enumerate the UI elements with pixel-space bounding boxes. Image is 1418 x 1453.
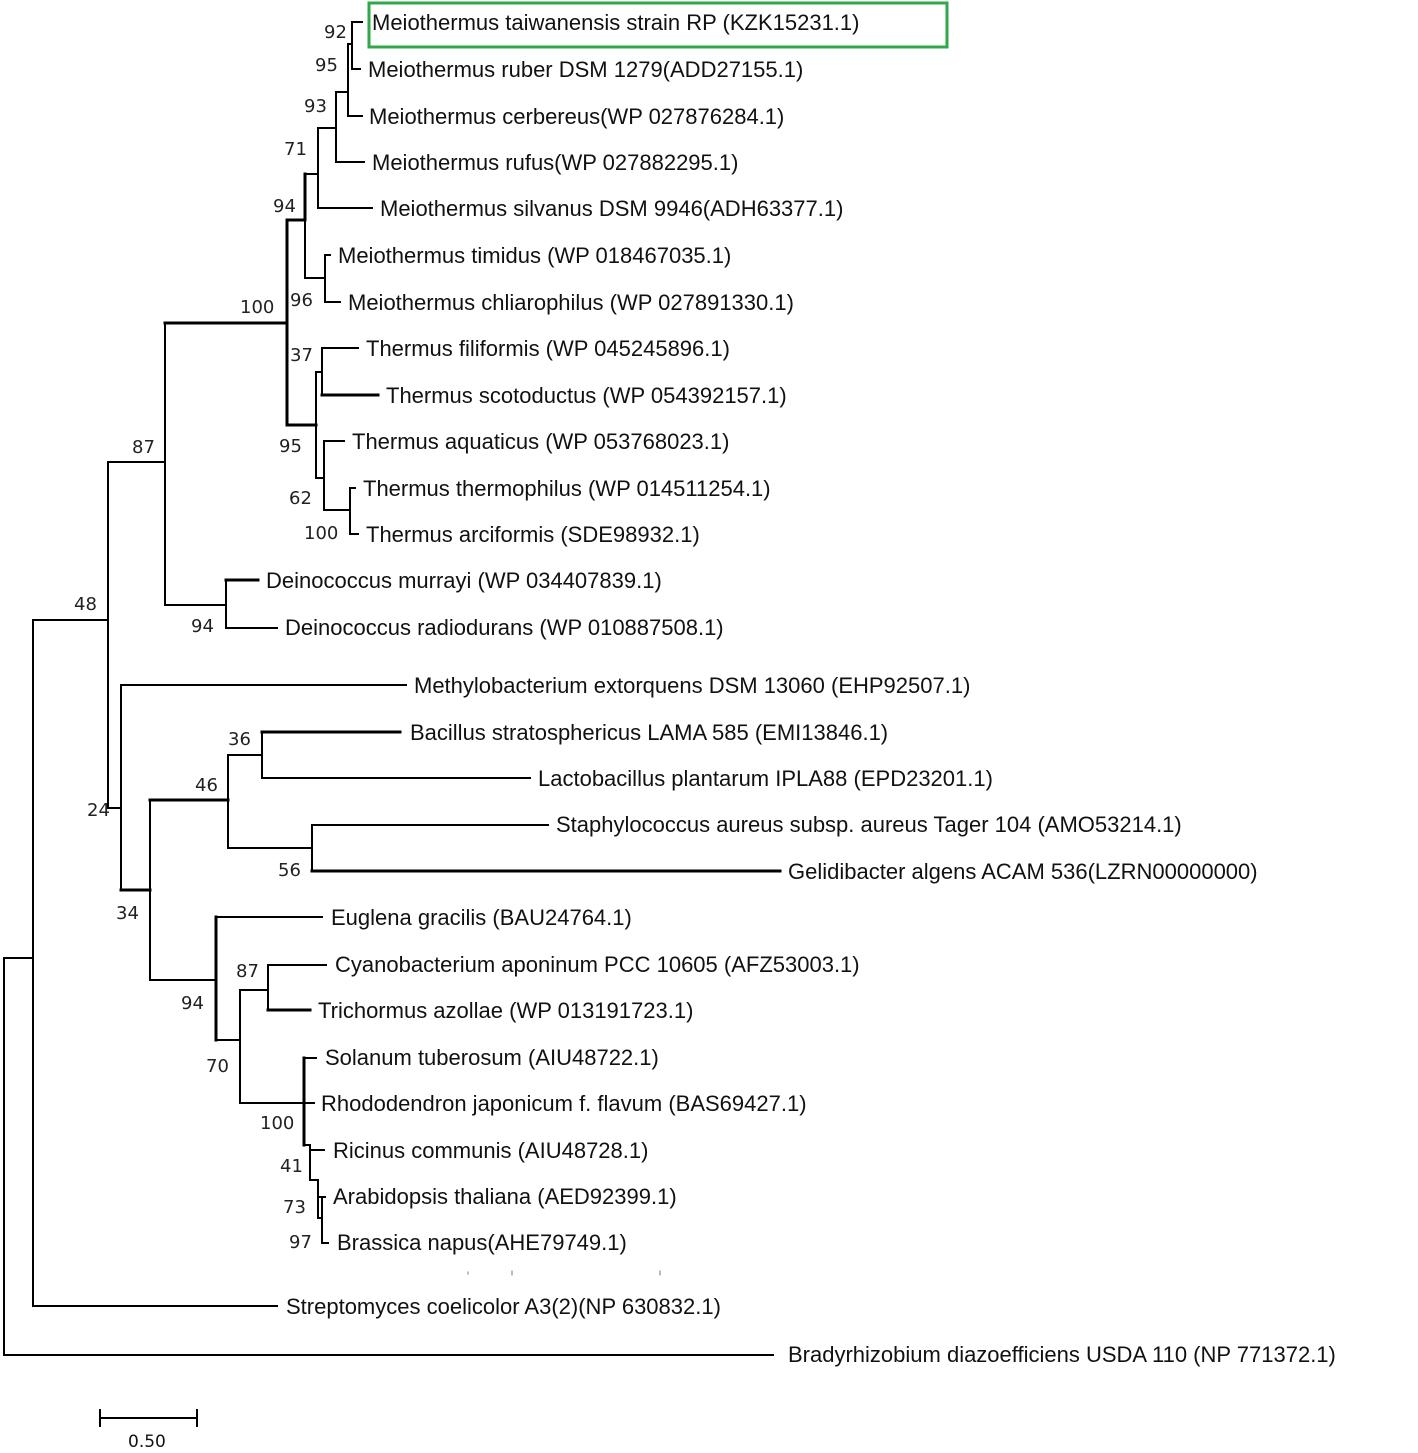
bootstrap-value: 94 — [273, 196, 296, 217]
taxon-label: Meiothermus cerbereus(WP 027876284.1) — [369, 104, 784, 129]
taxon-label: Thermus scotoductus (WP 054392157.1) — [386, 383, 787, 408]
taxon-label: Thermus arciformis (SDE98932.1) — [366, 522, 700, 547]
taxon-label: Thermus aquaticus (WP 053768023.1) — [352, 429, 729, 454]
taxon-label: Meiothermus chliarophilus (WP 027891330.… — [348, 290, 794, 315]
branch — [317, 127, 373, 209]
branch — [107, 461, 166, 809]
taxon-label: Methylobacterium extorquens DSM 13060 (E… — [414, 673, 970, 698]
bootstrap-value: 94 — [191, 616, 214, 637]
taxon-label: Ricinus communis (AIU48728.1) — [333, 1138, 648, 1163]
branch — [239, 989, 305, 1104]
bootstrap-value: 73 — [283, 1197, 306, 1218]
taxon-label: Bacillus stratosphericus LAMA 585 (EMI13… — [410, 720, 888, 745]
bootstrap-value: 87 — [132, 437, 155, 458]
bootstrap-value: 95 — [315, 55, 338, 76]
bootstrap-value: 48 — [74, 594, 97, 615]
scale-bar-line — [99, 1409, 198, 1427]
bootstrap-value: 36 — [228, 729, 251, 750]
bootstrap-value: 87 — [236, 961, 259, 982]
bootstrap-value: 94 — [181, 993, 204, 1014]
taxon-label: Meiothermus ruber DSM 1279(ADD27155.1) — [368, 57, 803, 82]
tree-branches — [3, 21, 782, 1356]
taxon-label: Thermus filiformis (WP 045245896.1) — [366, 336, 730, 361]
branch — [261, 731, 531, 779]
branch — [321, 347, 359, 396]
branch — [267, 964, 327, 1011]
taxon-label: Meiothermus silvanus DSM 9946(ADH63377.1… — [380, 196, 843, 221]
taxon-label: Thermus thermophilus (WP 014511254.1) — [363, 476, 771, 501]
branch — [164, 322, 227, 606]
bootstrap-value: 97 — [289, 1232, 312, 1253]
taxon-label: Arabidopsis thaliana (AED92399.1) — [333, 1184, 677, 1209]
bootstrap-value: 71 — [284, 139, 307, 160]
taxon-label: Meiothermus taiwanensis strain RP (KZK15… — [372, 10, 859, 35]
bootstrap-value: 70 — [206, 1056, 229, 1077]
branch — [304, 173, 326, 279]
bootstrap-value: 100 — [304, 523, 338, 544]
bootstrap-value: 56 — [278, 860, 301, 881]
taxon-label: Staphylococcus aureus subsp. aureus Tage… — [556, 812, 1182, 837]
artifact-mark — [467, 1270, 661, 1276]
branch — [324, 254, 341, 303]
taxon-label: Streptomyces coelicolor A3(2)(NP 630832.… — [286, 1294, 721, 1319]
branch — [303, 1057, 317, 1146]
branch — [120, 684, 407, 891]
bootstrap-value: 34 — [116, 903, 139, 924]
bootstrap-value: 37 — [290, 345, 313, 366]
bootstrap-value: 41 — [280, 1156, 303, 1177]
branch — [311, 824, 549, 872]
bootstrap-value: 24 — [87, 800, 110, 821]
bootstrap-value: 92 — [324, 22, 347, 43]
branch — [349, 487, 359, 535]
branch — [347, 43, 363, 117]
taxon-label: Cyanobacterium aponinum PCC 10605 (AFZ53… — [335, 952, 860, 977]
branch — [323, 440, 351, 511]
highlight-box — [367, 1, 949, 49]
branch — [3, 957, 774, 1356]
taxon-label: Solanum tuberosum (AIU48722.1) — [325, 1045, 659, 1070]
taxon-label: Brassica napus(AHE79749.1) — [337, 1230, 627, 1255]
bootstrap-value: 100 — [240, 297, 274, 318]
taxon-label: Deinococcus murrayi (WP 034407839.1) — [266, 568, 662, 593]
bootstrap-value: 46 — [195, 775, 218, 796]
branch — [32, 619, 278, 1307]
scale-bar: 0.50 — [99, 1409, 198, 1452]
taxon-label: Euglena gracilis (BAU24764.1) — [331, 905, 632, 930]
scale-bar-label: 0.50 — [128, 1432, 166, 1452]
bootstrap-values: 92 95 93 71 94 96 100 37 95 62 100 87 94… — [74, 22, 347, 1253]
branch — [215, 916, 323, 1041]
taxon-label: Gelidibacter algens ACAM 536(LZRN0000000… — [788, 859, 1258, 884]
taxon-label: Deinococcus radiodurans (WP 010887508.1) — [285, 615, 724, 640]
taxon-label: Meiothermus timidus (WP 018467035.1) — [338, 243, 731, 268]
branch — [285, 218, 318, 427]
bootstrap-value: 100 — [260, 1113, 294, 1134]
taxon-label: Meiothermus rufus(WP 027882295.1) — [372, 150, 738, 175]
bootstrap-value: 95 — [279, 436, 302, 457]
bootstrap-value: 96 — [290, 290, 313, 311]
taxon-label: Bradyrhizobium diazoefficiens USDA 110 (… — [788, 1342, 1336, 1367]
branch — [335, 91, 365, 163]
branch — [227, 754, 313, 849]
bootstrap-value: 62 — [289, 488, 312, 509]
bootstrap-value: 93 — [304, 96, 327, 117]
taxon-labels: Meiothermus taiwanensis strain RP (KZK15… — [266, 10, 1336, 1367]
taxon-label: Rhododendron japonicum f. flavum (BAS694… — [321, 1091, 807, 1116]
branch — [351, 21, 363, 70]
branch — [317, 1196, 329, 1244]
taxon-label: Lactobacillus plantarum IPLA88 (EPD23201… — [538, 766, 993, 791]
taxon-label: Trichormus azollae (WP 013191723.1) — [318, 998, 693, 1023]
